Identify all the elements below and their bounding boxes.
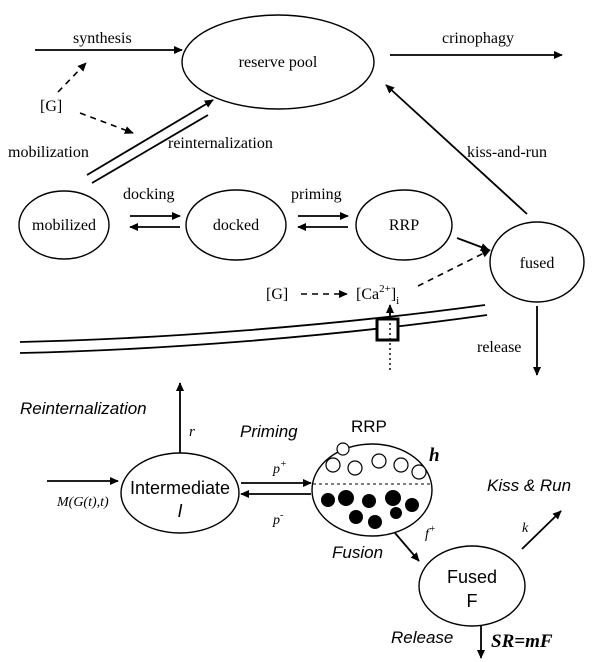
reinternalization-rate-label: r: [189, 424, 195, 440]
rrp-node: [355, 189, 453, 261]
empty-vesicle: [325, 457, 341, 473]
rrp-to-fused-arrow: [456, 237, 490, 251]
empty-vesicle: [371, 453, 387, 469]
priming-rate-forward-label: p+: [272, 459, 287, 477]
release-label: release: [477, 339, 521, 356]
filled-vesicle: [321, 493, 335, 507]
calcium-label: [Ca2+]i: [356, 283, 399, 307]
reinternalization-model-label: Reinternalization: [20, 399, 147, 418]
fused-node: [489, 221, 585, 303]
kiss-run-rate-arrow: [521, 510, 562, 550]
glucose-to-synthesis-arrow: [57, 62, 87, 93]
kiss-run-rate-label: k: [522, 521, 529, 536]
docked-node: [185, 189, 287, 261]
kiss-and-run-label: kiss-and-run: [467, 144, 547, 161]
mobilized-node: [18, 190, 110, 260]
kiss-and-run-arrow: [385, 84, 528, 215]
glucose-label: [G]: [40, 98, 62, 115]
mobilization-label: mobilization: [8, 144, 89, 161]
secretion-rate-label: SR=mF: [491, 631, 553, 652]
mobilization-line-a: [86, 99, 214, 176]
docked-label: docked: [213, 217, 259, 234]
reinternalization-line-b: [91, 114, 209, 184]
intermediate-label: Intermediate: [130, 478, 230, 498]
filled-vesicle: [349, 510, 363, 524]
filled-vesicle: [390, 507, 402, 519]
rrp-label: RRP: [389, 217, 419, 234]
fused-label: fused: [520, 255, 555, 272]
primed-vesicles: [321, 490, 419, 529]
filled-vesicle: [385, 490, 401, 506]
priming-rate-backward-label: p-: [272, 510, 283, 528]
rrp-h-label: h: [429, 445, 440, 466]
release-model-label: Release: [391, 628, 453, 647]
intermediate-node: [120, 452, 240, 534]
priming-model-label: Priming: [240, 422, 298, 441]
fusion-arrow: [394, 532, 420, 562]
priming-label: priming: [291, 186, 342, 203]
reinternalization-label: reinternalization: [168, 135, 273, 152]
fusion-label: Fusion: [332, 543, 383, 562]
docking-label: docking: [123, 186, 175, 203]
fused-model-node: [418, 545, 526, 627]
crinophagy-label: crinophagy: [442, 30, 514, 47]
synthesis-label: synthesis: [73, 30, 132, 47]
input-flux-label: M(G(t),t): [56, 495, 109, 510]
glucose-label-2: [G]: [266, 286, 288, 303]
filled-vesicle: [338, 490, 354, 506]
calcium-channel: [375, 317, 400, 342]
cell-membrane-outer: [19, 304, 486, 343]
empty-vesicle: [411, 464, 427, 480]
fused-model-label: Fused: [447, 567, 497, 587]
glucose-to-reinternalization-arrow: [79, 112, 134, 134]
filled-vesicle: [362, 494, 376, 508]
empty-vesicle: [347, 460, 363, 476]
calcium-to-fused-arrow: [417, 249, 491, 287]
mobilized-label: mobilized: [32, 217, 96, 234]
kiss-run-model-label: Kiss & Run: [487, 476, 571, 495]
empty-vesicle: [393, 457, 409, 473]
filled-vesicle: [368, 515, 382, 529]
fused-model-symbol: F: [467, 591, 478, 611]
reserve-pool-label: reserve pool: [239, 54, 318, 71]
unprimed-vesicles: [325, 442, 427, 480]
intermediate-symbol: I: [177, 501, 182, 521]
fusion-rate-label: f+: [425, 524, 436, 542]
empty-vesicle: [336, 442, 350, 456]
rrp-model-label: RRP: [351, 417, 387, 436]
cell-membrane-inner: [19, 314, 488, 354]
filled-vesicle: [405, 498, 419, 512]
reserve-pool-node: [181, 14, 375, 110]
